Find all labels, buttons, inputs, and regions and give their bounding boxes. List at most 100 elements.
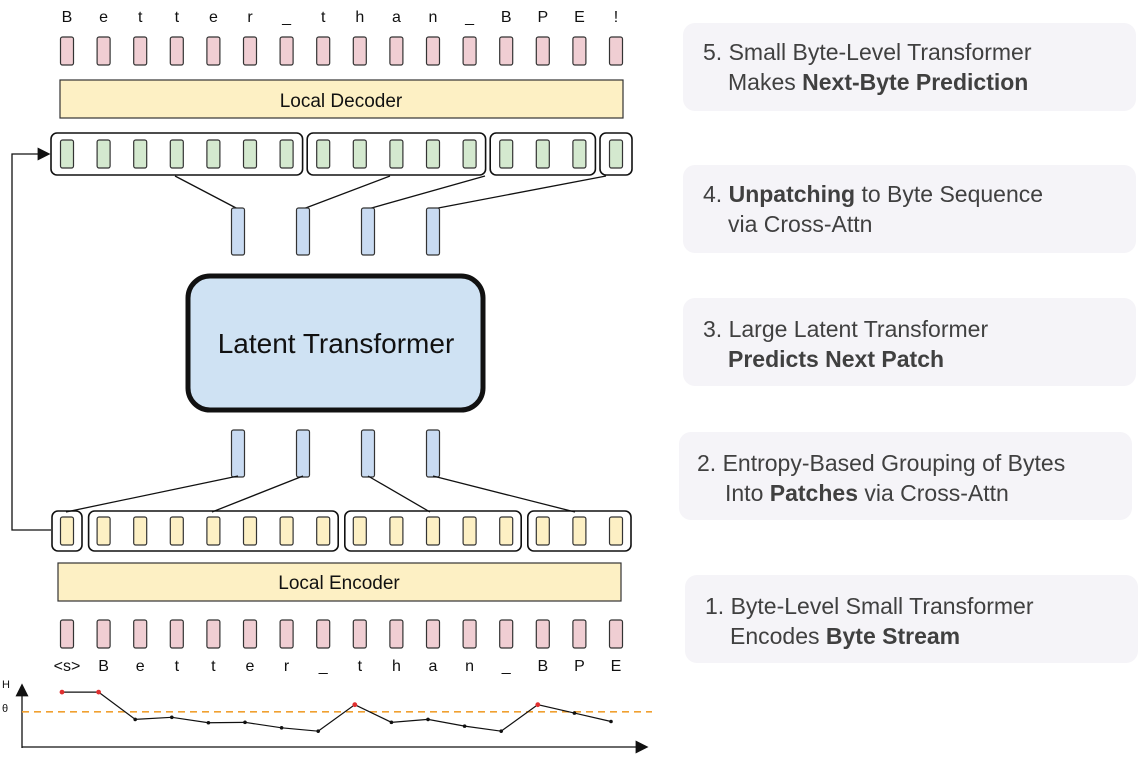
local-decoder-label: Local Decoder: [280, 91, 403, 112]
input-byte-token: [352, 619, 367, 649]
encoder-byte-state: [462, 516, 477, 546]
encoder-patch-groups: [51, 510, 632, 552]
latent-output-patches: [230, 207, 441, 256]
encoder-byte-state: [316, 516, 331, 546]
latent-input-patches: [230, 429, 441, 478]
decoder-patch-group: [306, 132, 487, 176]
entropy-point: [426, 717, 430, 722]
decoder-byte-state: [425, 139, 441, 169]
feedback-arrow: [11, 147, 51, 531]
entropy-point: [572, 711, 577, 715]
latent-transformer-block: [185, 273, 486, 413]
output-byte-label: E: [574, 9, 585, 26]
decoder-patch-groups: [50, 132, 633, 176]
output-byte-token: [499, 36, 514, 66]
input-byte-label: a: [429, 658, 438, 675]
encoder-byte-state: [242, 516, 258, 546]
input-byte-token: [499, 619, 514, 649]
latent-input-patch: [295, 429, 311, 478]
decoder-byte-state: [499, 139, 514, 169]
input-byte-token: [59, 619, 75, 649]
output-byte-tokens: [59, 36, 624, 66]
entropy-point: [352, 702, 358, 708]
output-byte-token: [316, 36, 331, 66]
encoder-patch-group: [87, 510, 340, 552]
threshold-label: θ: [2, 703, 8, 715]
entropy-point: [499, 729, 504, 733]
input-byte-tokens: [59, 619, 624, 649]
input-byte-label: E: [611, 658, 622, 675]
unpatching-line: [302, 175, 391, 210]
output-byte-token: [59, 36, 75, 66]
input-byte-label: e: [136, 658, 145, 675]
entropy-point: [206, 720, 211, 725]
decoder-patch-group: [489, 132, 597, 176]
entropy-point: [133, 717, 137, 722]
input-byte-token: [535, 619, 550, 649]
decoder-byte-state: [133, 139, 148, 169]
input-byte-label: <s>: [54, 658, 81, 675]
encoder-byte-states: [59, 516, 624, 546]
encoder-byte-state: [96, 516, 111, 546]
decoder-byte-state: [535, 139, 550, 169]
input-byte-token: [133, 619, 148, 649]
output-byte-token: [352, 36, 367, 66]
input-byte-label: h: [392, 658, 401, 675]
input-byte-token: [206, 619, 221, 649]
output-byte-label: _: [281, 9, 292, 26]
local-decoder-block: [59, 79, 624, 119]
input-byte-token: [608, 619, 624, 649]
unpatching-cross-attn-lines: [174, 175, 607, 210]
output-byte-token: [572, 36, 587, 66]
entropy-points: [59, 689, 613, 733]
decoder-byte-state: [242, 139, 258, 169]
decoder-byte-state: [169, 139, 184, 169]
output-byte-token: [133, 36, 148, 66]
encoder-patch-group: [343, 510, 522, 552]
encoder-byte-state: [59, 516, 75, 546]
encoder-byte-state: [535, 516, 550, 546]
entropy-point: [243, 720, 247, 725]
patching-line: [65, 475, 239, 513]
unpatching-line: [367, 175, 486, 210]
input-byte-token: [462, 619, 477, 649]
entropy-point: [462, 724, 467, 728]
encoder-byte-state: [169, 516, 184, 546]
entropy-plot: H θ: [2, 679, 652, 754]
encoder-byte-state: [352, 516, 367, 546]
output-byte-label: e: [209, 9, 218, 26]
output-byte-token: [279, 36, 294, 66]
entropy-point: [96, 689, 101, 695]
output-byte-label: t: [175, 9, 180, 26]
input-byte-label: _: [318, 658, 329, 675]
input-byte-token: [96, 619, 111, 649]
unpatching-line: [174, 175, 239, 210]
output-byte-label: h: [355, 9, 364, 26]
local-encoder-label: Local Encoder: [278, 573, 400, 594]
decoder-byte-state: [462, 139, 477, 169]
input-byte-label: t: [358, 658, 363, 675]
output-byte-token: [169, 36, 184, 66]
entropy-point: [316, 729, 321, 733]
decoder-byte-state: [352, 139, 367, 169]
output-byte-label: a: [392, 9, 401, 26]
encoder-byte-state: [389, 516, 404, 546]
encoder-patch-group: [51, 510, 83, 552]
latent-input-patch: [425, 429, 441, 478]
output-byte-label: e: [99, 9, 108, 26]
encoder-byte-state: [499, 516, 514, 546]
input-byte-token: [389, 619, 404, 649]
unpatching-line: [432, 175, 607, 210]
entropy-y-label: H: [2, 679, 10, 691]
input-byte-token: [572, 619, 587, 649]
input-byte-label: B: [537, 658, 548, 675]
input-byte-token: [279, 619, 294, 649]
latent-input-patch: [230, 429, 246, 478]
output-byte-label: t: [321, 9, 326, 26]
output-byte-label: t: [138, 9, 143, 26]
input-byte-label: t: [211, 658, 216, 675]
patching-cross-attn-lines: [65, 475, 576, 513]
